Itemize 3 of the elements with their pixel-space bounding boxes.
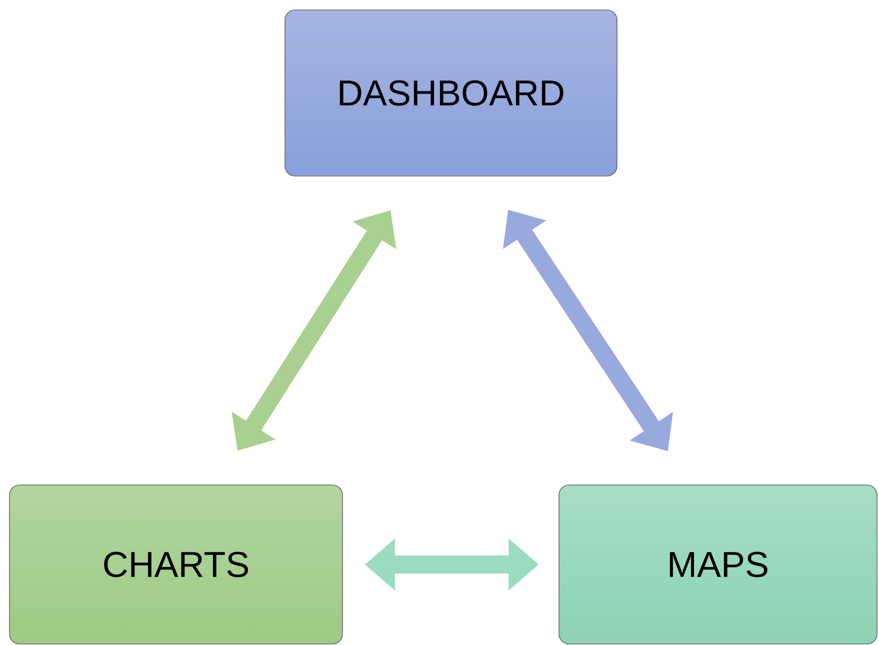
process-box: DASHBOARD xyxy=(284,10,618,176)
process-box: CHARTS xyxy=(9,484,343,644)
process-box: MAPS xyxy=(558,484,878,644)
